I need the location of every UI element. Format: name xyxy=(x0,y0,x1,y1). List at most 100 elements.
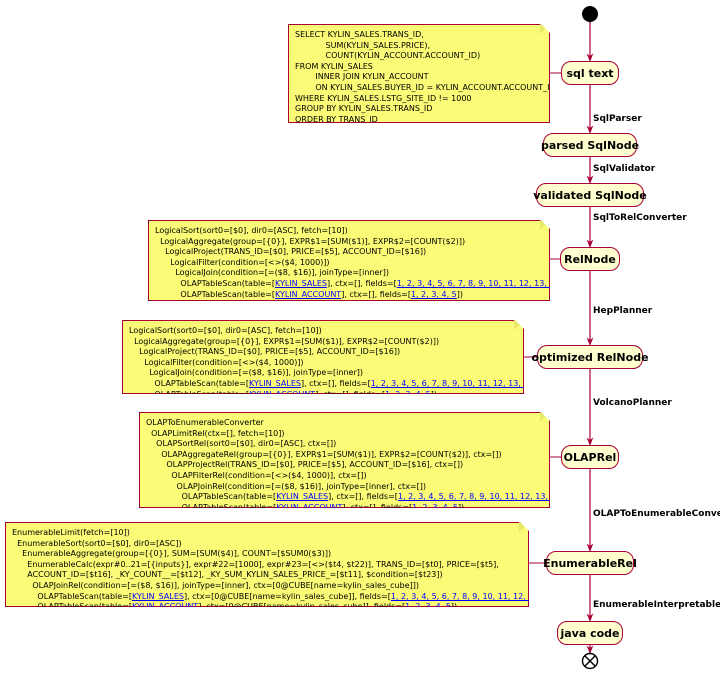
note-text: ], ctx=[], fields=[ xyxy=(342,502,413,512)
note-line: LogicalJoin(condition=[=($8, $16)], join… xyxy=(129,368,517,379)
note-line: OLAPJoinRel(condition=[=($8, $16)], join… xyxy=(12,581,522,592)
note-line: OLAPTableScan(table=[KYLIN_ACCOUNT], ctx… xyxy=(155,290,543,301)
note-text: ACCOUNT_ID=[$t16], _KY_COUNT__=[$t12], _… xyxy=(12,570,443,580)
note-line: OLAPToEnumerableConverter xyxy=(146,418,543,429)
note-body: LogicalSort(sort0=[$0], dir0=[ASC], fetc… xyxy=(129,326,517,400)
note-text: OLAPAggregateRel(group=[{0}], EXPR$1=[SU… xyxy=(146,449,502,459)
note-line: WHERE KYLIN_SALES.LSTG_SITE_ID != 1000 xyxy=(295,94,543,105)
note-text: WHERE KYLIN_SALES.LSTG_SITE_ID != 1000 xyxy=(295,93,472,103)
note-fold-corner xyxy=(540,412,550,422)
note-text: ]) xyxy=(457,502,465,512)
edge-label-sqlvalidator: SqlValidator xyxy=(593,164,656,174)
note-text: EnumerableAggregate(group=[{0}], SUM=[SU… xyxy=(12,549,332,559)
note-line: COUNT(KYLIN_ACCOUNT.ACCOUNT_ID) xyxy=(295,51,543,62)
note-text: INNER JOIN KYLIN_ACCOUNT xyxy=(295,72,429,82)
node-optimized-relnode: optimized RelNode xyxy=(531,345,649,369)
note-text: ON KYLIN_SALES.BUYER_ID = KYLIN_ACCOUNT.… xyxy=(295,82,556,92)
note-link[interactable]: KYLIN_ACCOUNT xyxy=(276,502,343,512)
node-olaprel: OLAPRel xyxy=(561,445,619,469)
note-text: COUNT(KYLIN_ACCOUNT.ACCOUNT_ID) xyxy=(295,51,481,61)
note-sql-text: SELECT KYLIN_SALES.TRANS_ID, SUM(KYLIN_S… xyxy=(288,24,550,123)
note-link[interactable]: KYLIN_SALES xyxy=(132,591,184,601)
note-link[interactable]: KYLIN_SALES xyxy=(249,378,301,388)
note-body: EnumerableLimit(fetch=[10]) EnumerableSo… xyxy=(12,528,522,613)
note-olaprel: OLAPToEnumerableConverter OLAPLimitRel(c… xyxy=(139,412,550,508)
note-line: OLAPFilterRel(condition=[<>($4, 1000)], … xyxy=(146,471,543,482)
note-body: OLAPToEnumerableConverter OLAPLimitRel(c… xyxy=(146,418,543,513)
note-text: LogicalProject(TRANS_ID=[$0], PRICE=[$5]… xyxy=(129,347,401,357)
note-line: LogicalJoin(condition=[=($8, $16)], join… xyxy=(155,268,543,279)
note-link[interactable]: 1, 2, 3, 4, 5, 6, 7, 8, 9, 10, 11, 12, 1… xyxy=(397,492,576,502)
note-text: OLAPFilterRel(condition=[<>($4, 1000)], … xyxy=(146,470,367,480)
note-text: LogicalJoin(condition=[=($8, $16)], join… xyxy=(129,368,363,378)
note-line: FROM KYLIN_SALES xyxy=(295,62,543,73)
note-text: LogicalProject(TRANS_ID=[$0], PRICE=[$5]… xyxy=(155,247,427,257)
note-text: OLAPTableScan(table=[ xyxy=(12,602,133,612)
note-link[interactable]: KYLIN_SALES xyxy=(276,492,329,502)
note-line: OLAPTableScan(table=[KYLIN_ACCOUNT], ctx… xyxy=(146,503,543,514)
note-text: OLAPTableScan(table=[ xyxy=(146,492,277,502)
note-line: EnumerableCalc(expr#0..21=[{inputs}], ex… xyxy=(12,560,522,571)
note-text: ORDER BY TRANS_ID xyxy=(295,114,378,124)
note-line: LogicalProject(TRANS_ID=[$0], PRICE=[$5]… xyxy=(155,247,543,258)
node-java-code: java code xyxy=(557,621,623,645)
note-line: OLAPTableScan(table=[KYLIN_SALES], ctx=[… xyxy=(146,492,543,503)
note-link[interactable]: 1, 2, 3, 4, 5 xyxy=(405,602,451,612)
note-link[interactable]: KYLIN_ACCOUNT xyxy=(275,289,342,299)
note-line: LogicalAggregate(group=[{0}], EXPR$1=[SU… xyxy=(129,337,517,348)
edge-label-hepplanner: HepPlanner xyxy=(593,306,653,316)
note-link[interactable]: 1, 2, 3, 4, 5 xyxy=(410,289,457,299)
note-line: EnumerableAggregate(group=[{0}], SUM=[SU… xyxy=(12,549,522,560)
note-text: OLAPToEnumerableConverter xyxy=(146,418,264,427)
note-text: OLAPJoinRel(condition=[=($8, $16)], join… xyxy=(146,481,426,491)
edge-label-enumerableinterpretable: EnumerableInterpretable xyxy=(593,600,720,610)
node-relnode: RelNode xyxy=(560,247,620,271)
note-text: OLAPTableScan(table=[ xyxy=(155,278,276,288)
note-line: OLAPTableScan(table=[KYLIN_SALES], ctx=[… xyxy=(155,279,543,290)
note-link[interactable]: KYLIN_SALES xyxy=(275,278,327,288)
note-text: ], ctx=[], fields=[ xyxy=(328,492,398,502)
note-link[interactable]: KYLIN_ACCOUNT xyxy=(132,602,199,612)
edge-label-olaptoenumerableconverter: OLAPToEnumerableConverter xyxy=(593,509,720,519)
note-line: LogicalFilter(condition=[<>($4, 1000)]) xyxy=(129,358,517,369)
note-text: LogicalJoin(condition=[=($8, $16)], join… xyxy=(155,268,389,278)
note-link[interactable]: 1, 2, 3, 4, 5, 6, 7, 8, 9, 10, 11, 12, 1… xyxy=(370,378,549,388)
note-line: INNER JOIN KYLIN_ACCOUNT xyxy=(295,72,543,83)
note-line: SUM(KYLIN_SALES.PRICE), xyxy=(295,41,543,52)
note-text: EnumerableSort(sort0=[$0], dir0=[ASC]) xyxy=(12,538,182,548)
node-parsed-sqlnode: parsed SqlNode xyxy=(541,133,639,157)
note-line: LogicalFilter(condition=[<>($4, 1000)]) xyxy=(155,258,543,269)
note-link[interactable]: 1, 2, 3, 4, 5, 6, 7, 8, 9, 10, 11, 12, 1… xyxy=(396,278,575,288)
note-link[interactable]: 1, 2, 3, 4, 5 xyxy=(412,502,458,512)
note-line: OLAPJoinRel(condition=[=($8, $16)], join… xyxy=(146,482,543,493)
note-text: OLAPTableScan(table=[ xyxy=(146,502,277,512)
note-text: ]) xyxy=(450,602,458,612)
note-enumerablerel: EnumerableLimit(fetch=[10]) EnumerableSo… xyxy=(5,522,529,607)
note-line: LogicalSort(sort0=[$0], dir0=[ASC], fetc… xyxy=(155,226,543,237)
note-line: ON KYLIN_SALES.BUYER_ID = KYLIN_ACCOUNT.… xyxy=(295,83,543,94)
note-line: LogicalProject(TRANS_ID=[$0], PRICE=[$5]… xyxy=(129,347,517,358)
note-line: GROUP BY KYLIN_SALES.TRANS_ID xyxy=(295,104,543,115)
edge-label-sqltorelconverter: SqlToRelConverter xyxy=(593,213,687,223)
note-line: OLAPTableScan(table=[KYLIN_ACCOUNT], ctx… xyxy=(12,602,522,613)
edge-label-volcanoplanner: VolcanoPlanner xyxy=(593,398,672,408)
note-text: OLAPTableScan(table=[ xyxy=(155,289,276,299)
note-text: ], ctx=[0@CUBE[name=kylin_sales_cube]], … xyxy=(183,591,391,601)
note-text: ]) xyxy=(456,289,464,299)
note-text: LogicalAggregate(group=[{0}], EXPR$1=[SU… xyxy=(129,336,440,346)
note-text: ], ctx=[], fields=[ xyxy=(300,378,371,388)
note-text: ], ctx=[], fields=[ xyxy=(326,278,397,288)
note-text: FROM KYLIN_SALES xyxy=(295,61,373,71)
note-text: OLAPJoinRel(condition=[=($8, $16)], join… xyxy=(12,580,419,590)
note-fold-corner xyxy=(519,522,529,532)
note-line: EnumerableLimit(fetch=[10]) xyxy=(12,528,522,539)
note-line: SELECT KYLIN_SALES.TRANS_ID, xyxy=(295,30,543,41)
note-body: LogicalSort(sort0=[$0], dir0=[ASC], fetc… xyxy=(155,226,543,300)
note-line: ORDER BY TRANS_ID xyxy=(295,115,543,126)
note-line: OLAPTableScan(table=[KYLIN_SALES], ctx=[… xyxy=(12,592,522,603)
note-fold-corner xyxy=(514,320,524,330)
note-text: GROUP BY KYLIN_SALES.TRANS_ID xyxy=(295,104,433,114)
note-text: SUM(KYLIN_SALES.PRICE), xyxy=(295,40,430,50)
